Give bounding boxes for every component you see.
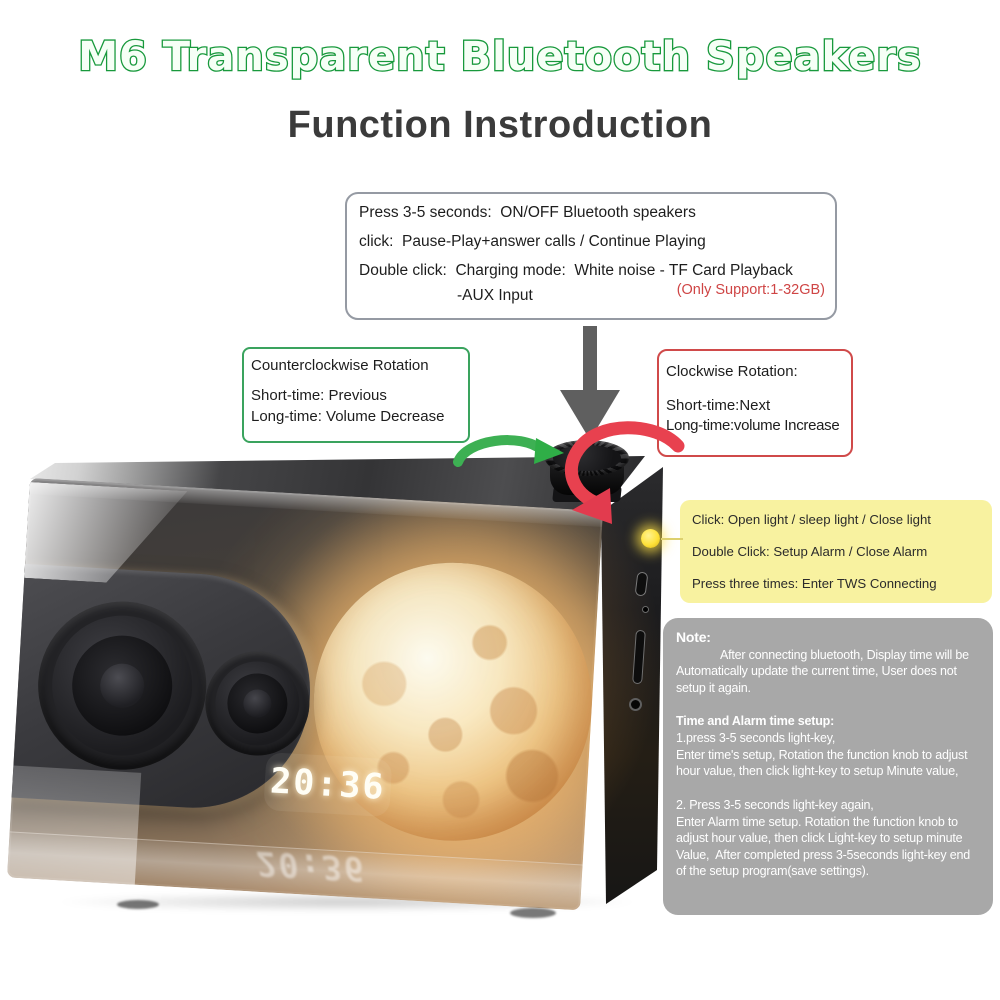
note-box: Note: After connecting bluetooth, Displa… (663, 618, 993, 915)
device-foot-left (117, 900, 159, 909)
tf-card-capacity-note: (Only Support:1-32GB) (676, 282, 825, 298)
ccw-callout-line2: Long-time: Volume Decrease (251, 408, 445, 425)
page-title-svg: M6 Transparent Bluetooth Speakers (77, 33, 922, 82)
device-foot-right (510, 908, 556, 918)
knob-callout-line2: click: Pause-Play+answer calls / Continu… (359, 232, 706, 250)
page-subtitle: Function Instroduction (287, 104, 713, 146)
note-paragraph1: After connecting bluetooth, Display time… (676, 647, 972, 695)
cw-callout-line1: Short-time:Next (666, 397, 771, 414)
counterclockwise-arrow-icon (453, 435, 564, 467)
clockwise-arrow-icon (564, 421, 685, 524)
note-step2-line1: 2. Press 3-5 seconds light-key again, (676, 797, 874, 812)
page-title: M6 Transparent Bluetooth Speakers (78, 34, 922, 80)
knob-callout-line1: Press 3-5 seconds: ON/OFF Bluetooth spea… (359, 204, 696, 221)
clockwise-callout: Clockwise Rotation: Short-time:Next Long… (657, 349, 853, 457)
note-step1-line2: Enter time's setup, Rotation the functio… (676, 747, 971, 779)
woofer-driver (33, 596, 211, 775)
ccw-callout-line1: Short-time: Previous (251, 387, 387, 404)
ccw-callout-title: Counterclockwise Rotation (251, 357, 429, 374)
glass-bottom-left-highlight (6, 765, 142, 885)
clock-time: 20:36 (269, 761, 387, 808)
knob-callout-line3: Double click: Charging mode: White noise… (359, 261, 793, 279)
clock-time-reflection: 20:36 (254, 843, 369, 890)
page-title-wrap: M6 Transparent Bluetooth Speakers (0, 18, 1000, 92)
cw-callout-title: Clockwise Rotation: (666, 363, 798, 380)
light-key-indicator-icon (641, 529, 660, 548)
light-callout-line2: Double Click: Setup Alarm / Close Alarm (692, 544, 928, 559)
light-callout-line3: Press three times: Enter TWS Connecting (692, 576, 937, 591)
down-arrow-shaft (583, 326, 597, 396)
knob-function-callout: Press 3-5 seconds: ON/OFF Bluetooth spea… (345, 192, 837, 320)
light-callout-line1: Click: Open light / sleep light / Close … (692, 512, 931, 527)
counterclockwise-callout: Counterclockwise Rotation Short-time: Pr… (242, 347, 470, 443)
light-key-leader-line (661, 538, 683, 540)
tweeter-driver (202, 648, 313, 759)
aux-input-port (629, 698, 642, 711)
note-heading: Note: (676, 629, 711, 645)
knob-callout-line4: -AUX Input (457, 287, 533, 305)
mic-hole (642, 606, 649, 613)
note-subheading: Time and Alarm time setup: (676, 714, 835, 729)
cw-callout-line2: Long-time:volume Increase (666, 417, 840, 434)
note-step2-line2: Enter Alarm time setup. Rotation the fun… (676, 814, 974, 879)
device-front-face: 20:36 20:36 (6, 478, 604, 911)
note-step1-line1: 1.press 3-5 seconds light-key, (676, 731, 836, 746)
light-key-callout: Click: Open light / sleep light / Close … (680, 500, 992, 603)
led-clock-display: 20:36 (263, 752, 393, 818)
